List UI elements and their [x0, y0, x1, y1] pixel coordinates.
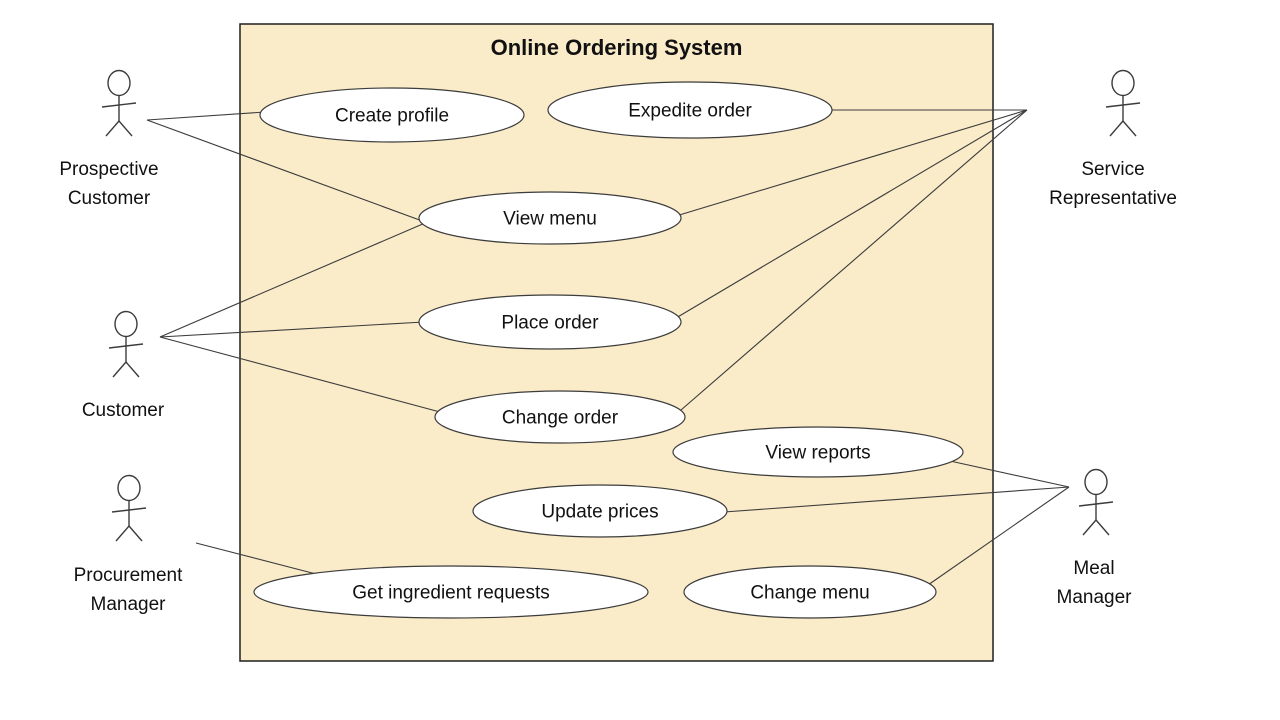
use-case-label-change-order: Change order — [502, 408, 619, 429]
association-customer--view-menu — [159, 222, 426, 338]
association-procurement-manager--get-ingredient-requests — [195, 542, 317, 575]
stick-figure-icon — [108, 310, 144, 378]
use-case-ellipse-create-profile — [259, 87, 525, 143]
association-service-representative--view-menu — [675, 109, 1028, 217]
use-case-ellipse-expedite-order — [547, 81, 833, 139]
use-case-view-reports: View reports — [672, 426, 964, 478]
association-customer--change-order — [159, 336, 441, 413]
use-case-change-order: Change order — [434, 390, 686, 444]
use-case-expedite-order: Expedite order — [547, 81, 833, 139]
use-case-ellipse-update-prices — [472, 484, 728, 538]
stick-figure-icon — [111, 474, 147, 542]
stick-figure-icon — [1105, 69, 1141, 137]
association-prospective-customer--create-profile — [146, 111, 266, 121]
use-case-ellipse-get-ingredient-requests — [253, 565, 649, 619]
actor-label-customer: Customer — [82, 400, 165, 421]
use-case-view-menu: View menu — [418, 191, 682, 245]
use-case-label-get-ingredient-requests: Get ingredient requests — [352, 583, 550, 604]
use-case-ellipse-view-reports — [672, 426, 964, 478]
use-case-ellipse-change-menu — [683, 565, 937, 619]
association-customer--place-order — [159, 321, 425, 338]
stick-figure-icon — [1078, 468, 1114, 536]
use-case-label-view-reports: View reports — [765, 443, 870, 464]
use-case-ellipse-place-order — [418, 294, 682, 350]
use-case-ellipse-view-menu — [418, 191, 682, 245]
use-case-get-ingredient-requests: Get ingredient requests — [253, 565, 649, 619]
actor-customer: Customer — [82, 310, 165, 421]
association-service-representative--change-order — [680, 109, 1028, 411]
use-case-label-place-order: Place order — [501, 313, 599, 334]
use-case-label-update-prices: Update prices — [541, 502, 658, 523]
association-meal-manager--change-menu — [927, 486, 1070, 586]
association-meal-manager--update-prices — [723, 486, 1070, 513]
use-case-change-menu: Change menu — [683, 565, 937, 619]
association-prospective-customer--view-menu — [146, 119, 426, 223]
use-case-update-prices: Update prices — [472, 484, 728, 538]
association-service-representative--place-order — [675, 109, 1028, 319]
use-case-label-change-menu: Change menu — [750, 583, 869, 604]
associations-layer — [146, 109, 1070, 586]
use-case-label-create-profile: Create profile — [335, 106, 449, 127]
stick-figure-icon — [101, 69, 137, 137]
use-case-label-view-menu: View menu — [503, 209, 597, 230]
use-case-place-order: Place order — [418, 294, 682, 350]
use-case-create-profile: Create profile — [259, 87, 525, 143]
association-meal-manager--view-reports — [949, 460, 1070, 488]
use-case-ellipse-change-order — [434, 390, 686, 444]
use-case-label-expedite-order: Expedite order — [628, 101, 752, 122]
system-title: Online Ordering System — [491, 35, 743, 60]
